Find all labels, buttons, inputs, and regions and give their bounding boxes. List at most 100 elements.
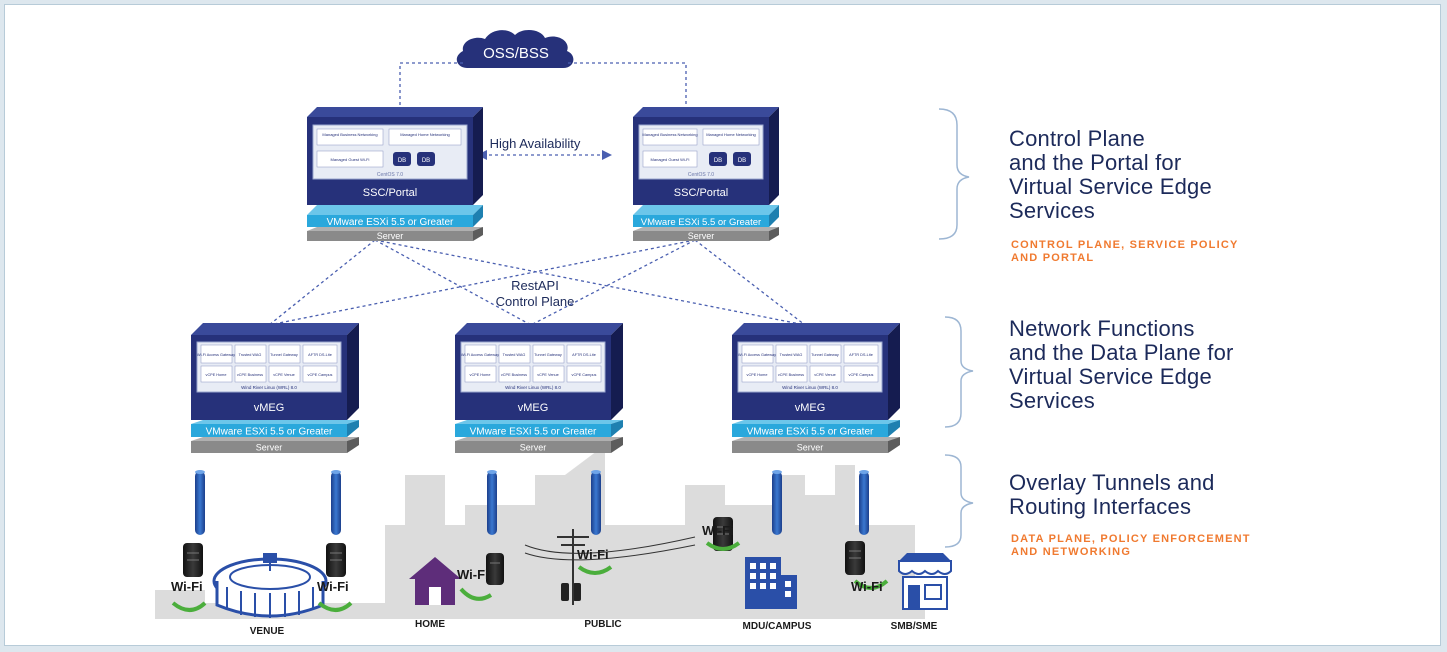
vmeg-module: Trusted WAG xyxy=(503,353,526,357)
section-sub-overlay-tunnels: DATA PLANE, POLICY ENFORCEMENT AND NETWO… xyxy=(1011,533,1251,558)
ssc2-module-home: Managed Home Networking xyxy=(706,132,756,137)
vmeg-module: AFTR DS-Lite xyxy=(308,353,332,357)
vmeg-hypervisor-label: VMware ESXi 5.5 or Greater xyxy=(747,427,874,438)
vmeg-module: Tunnel Gateway xyxy=(534,353,562,357)
wifi-label: Wi-Fi xyxy=(317,579,349,594)
vmeg-hypervisor-label: VMware ESXi 5.5 or Greater xyxy=(206,427,333,438)
site-label-venue: VENUE xyxy=(250,626,285,637)
bracket-control-plane xyxy=(938,108,970,240)
ssc2-server-label: Server xyxy=(688,231,715,241)
access-point-device xyxy=(326,543,346,577)
ha-label: High Availability xyxy=(490,136,581,151)
vmeg-module: vCPE Business xyxy=(778,373,804,377)
ssc-db-label: DB xyxy=(398,158,406,164)
vmeg-server-3: Wi-Fi Access Gateway Trusted WAG Tunnel … xyxy=(732,323,900,453)
site-label-mdu-campus: MDU/CAMPUS xyxy=(743,621,812,632)
vmeg-module: Trusted WAG xyxy=(780,353,803,357)
section-heading-overlay-tunnels: Overlay Tunnels and Routing Interfaces xyxy=(1009,470,1215,519)
wifi-arc xyxy=(853,579,889,590)
section-sub-control-plane: CONTROL PLANE, SERVICE POLICY AND PORTAL xyxy=(1011,239,1239,264)
vmeg-module: AFTR DS-Lite xyxy=(572,353,596,357)
vmeg-module: Wi-Fi Access Gateway xyxy=(461,353,499,357)
ssc2-hypervisor-label: VMware ESXi 5.5 or Greater xyxy=(641,217,761,228)
control-plane-label: Control Plane xyxy=(496,294,575,309)
diagram-frame: OSS/BSS High Availability RestAPI Contro… xyxy=(4,4,1441,646)
vmeg-module: vCPE Home xyxy=(747,373,768,377)
access-point-device xyxy=(561,583,581,601)
ssc-server-label: Server xyxy=(377,231,404,241)
wifi-signals xyxy=(171,541,889,612)
vmeg-module: Tunnel Gateway xyxy=(270,353,298,357)
overlay-tunnels xyxy=(195,470,869,535)
wifi-label: Wi-Fi xyxy=(851,579,883,594)
section-heading-network-functions: Network Functions and the Data Plane for… xyxy=(1009,316,1234,413)
wifi-arc xyxy=(577,565,613,575)
ssc-title: SSC/Portal xyxy=(363,187,417,199)
bracket-network-functions xyxy=(944,316,974,428)
wifi-arc xyxy=(171,601,207,612)
access-points xyxy=(183,517,865,601)
wifi-labels: Wi-Fi Wi-Fi Wi-Fi Wi-Fi Wi-Fi Wi-Fi xyxy=(171,523,883,594)
bracket-overlay-tunnels xyxy=(944,454,974,548)
ssc-module-business: Managed Business Networking xyxy=(322,132,377,137)
tunnel-cylinder xyxy=(591,470,601,535)
ssc2-os-label: CentOS 7.0 xyxy=(688,172,714,178)
connector-lines xyxy=(268,62,806,326)
vmeg-module: vCPE Home xyxy=(206,373,227,377)
shop-icon xyxy=(898,553,952,610)
vmeg-module: Wi-Fi Access Gateway xyxy=(197,353,235,357)
vmeg-server-2: Wi-Fi Access Gateway Trusted WAG Tunnel … xyxy=(455,323,623,453)
ssc-module-home: Managed Home Networking xyxy=(400,132,450,137)
ssc2-db-label: DB xyxy=(738,158,746,164)
site-label-public: PUBLIC xyxy=(584,619,621,630)
wifi-label: Wi-Fi xyxy=(577,547,609,562)
section-heading-control-plane: Control Plane and the Portal for Virtual… xyxy=(1009,126,1212,223)
vmeg-module: vCPE Campus xyxy=(572,373,597,377)
building-icon xyxy=(745,557,797,609)
wifi-label: Wi-Fi xyxy=(457,567,489,582)
ssc2-module-guest: Managed Guest Wi-Fi xyxy=(651,157,690,162)
ssc2-title: SSC/Portal xyxy=(674,187,728,199)
vmeg-module: vCPE Campus xyxy=(849,373,874,377)
wifi-label: Wi-Fi xyxy=(171,579,203,594)
vmeg-module: Wi-Fi Access Gateway xyxy=(738,353,776,357)
tunnel-cylinder xyxy=(772,470,782,535)
vmeg-title: vMEG xyxy=(518,402,549,414)
access-point-device xyxy=(845,541,865,575)
ssc-hypervisor-label: VMware ESXi 5.5 or Greater xyxy=(327,217,454,228)
vmeg-server-label: Server xyxy=(797,443,824,453)
vmeg-server-label: Server xyxy=(520,443,547,453)
cloud-label: OSS/BSS xyxy=(483,45,549,62)
ssc2-db-label: DB xyxy=(714,158,722,164)
vmeg-module: vCPE Campus xyxy=(308,373,333,377)
home-icon xyxy=(409,557,461,605)
tunnel-cylinder xyxy=(195,470,205,535)
power-pole-icon xyxy=(524,529,696,605)
ssc-portal-server-2: Managed Business Networking Managed Home… xyxy=(633,107,779,241)
tunnel-cylinder xyxy=(859,470,869,535)
site-labels: VENUE HOME PUBLIC MDU/CAMPUS SMB/SME xyxy=(250,619,938,637)
vmeg-os-label: Wind River Linux (WRL) 8.0 xyxy=(241,385,297,390)
access-point-device xyxy=(486,553,504,585)
vmeg-server-label: Server xyxy=(256,443,283,453)
vmeg-module: vCPE Business xyxy=(501,373,527,377)
ssc2-module-business: Managed Business Networking xyxy=(642,132,697,137)
site-label-home: HOME xyxy=(415,619,445,630)
section-brackets xyxy=(938,108,974,548)
vmeg-module: vCPE Venue xyxy=(814,373,836,377)
wifi-arc xyxy=(317,601,353,612)
vmeg-module: vCPE Venue xyxy=(537,373,559,377)
vmeg-hypervisor-label: VMware ESXi 5.5 or Greater xyxy=(470,427,597,438)
wifi-arc xyxy=(459,587,493,601)
ssc-module-guest: Managed Guest Wi-Fi xyxy=(331,157,370,162)
vmeg-module: vCPE Business xyxy=(237,373,263,377)
vmeg-module: vCPE Venue xyxy=(273,373,295,377)
vmeg-module: Trusted WAG xyxy=(239,353,262,357)
vmeg-os-label: Wind River Linux (WRL) 8.0 xyxy=(505,385,561,390)
tunnel-cylinder xyxy=(331,470,341,535)
access-point-device xyxy=(183,543,203,577)
vmeg-os-label: Wind River Linux (WRL) 8.0 xyxy=(782,385,838,390)
ssc-portal-server-1: Managed Business Networking Managed Home… xyxy=(307,107,483,241)
site-label-smb-sme: SMB/SME xyxy=(891,621,938,632)
architecture-diagram: OSS/BSS High Availability RestAPI Contro… xyxy=(155,29,974,637)
